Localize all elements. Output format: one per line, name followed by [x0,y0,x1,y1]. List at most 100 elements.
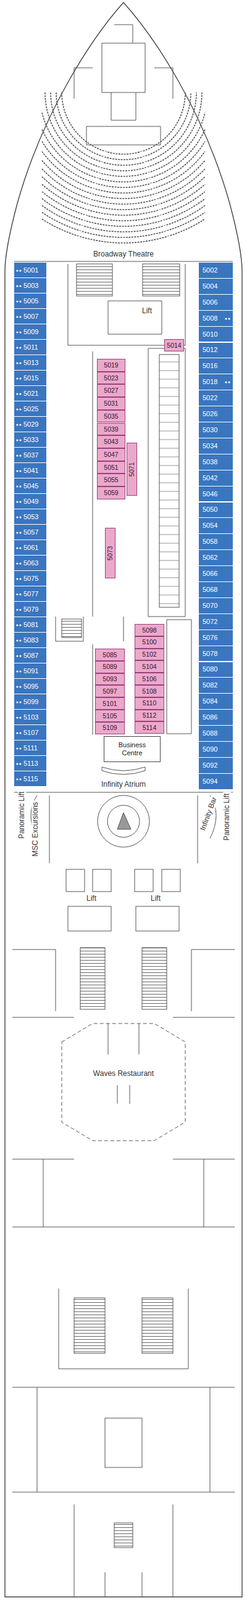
deck-structure [108,1025,139,1106]
cabin-marker [16,763,23,767]
cabin-number: 5075 [23,576,39,583]
deck-structure [135,907,180,933]
cabin-number: 5053 [23,514,39,522]
cabin: 5083 [14,633,47,649]
cabin-number: 5022 [202,395,218,402]
cabin-number: 5099 [23,699,39,707]
cabin-marker [224,380,231,385]
cabin-number: 5004 [202,283,218,291]
cabin-number: 5031 [103,400,118,408]
marker-dot [19,377,21,380]
cabin: 5018 [198,374,233,391]
cabin-number: 5021 [23,390,39,398]
marker-dot [19,285,21,288]
deck-structure [61,619,82,639]
cabin: 5034 [198,439,233,456]
cabin: 5108 [134,686,165,699]
cabin: 5038 [198,455,233,472]
cabin: 5087 [14,648,47,665]
marker-dot [19,393,21,396]
cabin-number: 5104 [142,664,157,672]
deck-structure [101,768,146,776]
cabin-number: 5039 [103,426,118,434]
marker-dot [16,779,18,782]
cabin: 5063 [14,556,47,572]
cabin-number: 5030 [202,427,218,435]
seat-row [41,129,206,183]
hull [4,2,243,1600]
area-label: Waves Restaurant [92,1071,155,1080]
cabin-marker [16,732,23,737]
cabin-marker [16,346,23,351]
cabin-marker [16,330,23,335]
cabin-number: 5098 [142,627,157,635]
seat-row [41,192,206,222]
cabin-number: 5101 [102,701,117,709]
area-label: Broadway Theatre [92,250,155,259]
cabin-number: 5013 [23,360,39,367]
deck-structure [67,907,112,933]
cabin-marker [16,269,23,273]
marker-dot [16,362,18,365]
deck-structure [142,264,180,297]
cabin: 5057 [14,525,47,541]
cabin: 5042 [198,471,233,488]
cabin-number: 5107 [23,730,39,738]
cabin: 5076 [198,631,233,648]
marker-dot [19,578,21,581]
deck-structure [97,796,150,849]
cabin-number: 5016 [202,363,218,370]
cabin-number: 5049 [23,498,39,506]
cabin-number: 5002 [202,267,218,275]
cabin-number: 5006 [202,299,218,307]
cabin-number: 5091 [23,668,39,676]
cabin-number: 5087 [23,653,39,661]
cabin: 5100 [134,637,165,650]
deck-structure [86,126,161,146]
cabin-number: 5095 [23,684,39,691]
cabin: 5045 [14,479,47,495]
cabin-marker [16,377,23,381]
cabin-number: 5092 [202,763,218,771]
seat-row [41,212,206,238]
cabin: 5019 [96,359,126,373]
cabin-number: 5035 [103,413,118,421]
cabin-number: 5082 [202,682,218,690]
cabin: 5088 [198,726,233,743]
seat-row [50,92,197,166]
cabin: 5041 [14,463,47,480]
cabin: 5115 [14,772,47,788]
cabin: 5102 [134,649,165,662]
deck-structure [67,264,186,346]
marker-dot [19,671,21,674]
cabin-number: 5011 [23,344,39,352]
cabin-number: 5073 [106,546,114,561]
marker-dot [19,269,21,272]
cabin-marker [16,423,23,428]
cabin-number: 5100 [142,639,157,647]
room-box: Business Centre [103,737,161,764]
cabin-number: 5034 [202,443,218,451]
marker-dot [16,316,18,319]
cabin: 5025 [14,401,47,418]
room-name: Business Centre [112,742,152,758]
cabin-number: 5102 [142,652,157,659]
cabin: 5001 [14,263,47,279]
cabin: 5062 [198,550,233,567]
cabin-number: 5097 [102,689,117,696]
deck-structure [74,1299,105,1356]
marker-dot [19,763,21,766]
deck-structure [55,617,192,737]
marker-dot [19,331,21,334]
cabin-number: 5089 [102,664,117,672]
cabin: 5089 [95,661,125,675]
cabin-number: 5071 [128,462,136,477]
cabin-marker [16,624,23,628]
cabin-number: 5043 [103,439,118,446]
deck-structure [142,1299,173,1356]
deck-structure [30,796,217,865]
area-label: Lift [149,895,162,905]
cabin-marker [16,778,23,783]
cabin-number: 5106 [142,676,157,684]
cabin: 5114 [134,722,165,735]
